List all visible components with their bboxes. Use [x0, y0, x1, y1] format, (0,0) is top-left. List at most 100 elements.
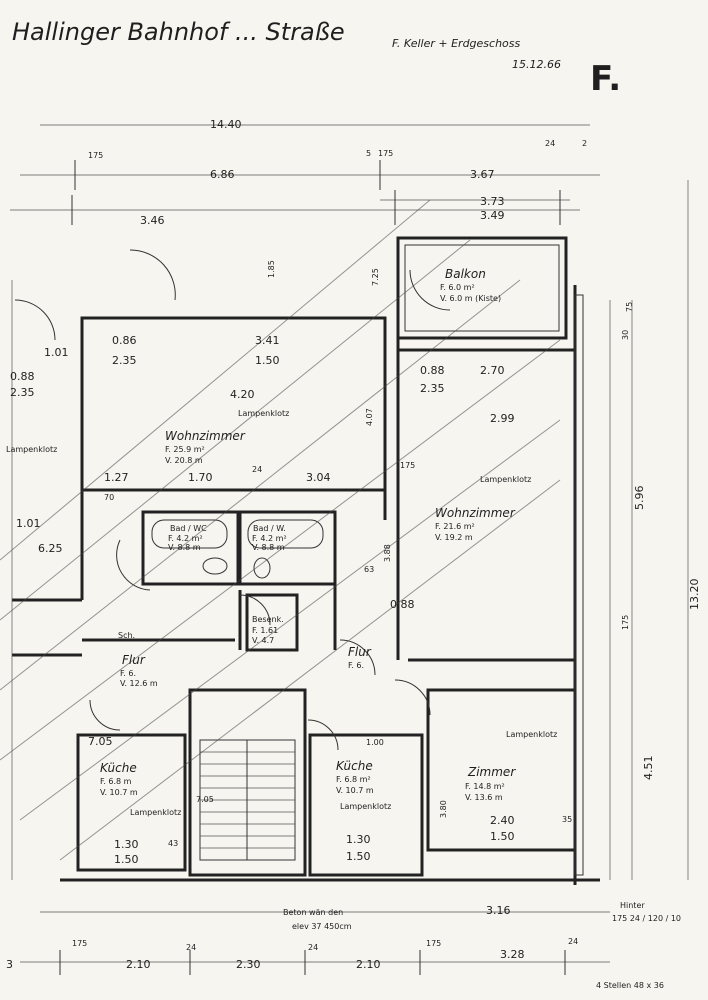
- facade-column: [574, 294, 584, 876]
- door-swings: [14, 249, 451, 751]
- mark-bottom-24-a: 24: [186, 943, 196, 952]
- dim-left-span: 6.86: [210, 168, 235, 181]
- dim-705-b: 7.05: [196, 795, 214, 804]
- room-besenk-volume: V. 4.7: [252, 636, 274, 645]
- staircase: [199, 739, 296, 861]
- dim-240: 2.40: [490, 814, 515, 827]
- room-kueche-left: Küche F. 6.8 m V. 10.7 m: [100, 761, 138, 797]
- room-zimmer-name: Zimmer: [467, 765, 516, 779]
- bathtub-left: [151, 519, 228, 549]
- dim-127: 1.27: [104, 471, 129, 484]
- dim-30: 30: [621, 330, 630, 340]
- note-lampenklotz-2: Lampenklotz: [480, 475, 531, 484]
- dim-304: 3.04: [306, 471, 331, 484]
- dim-35: 35: [562, 815, 572, 824]
- dim-185: 1.85: [267, 260, 276, 278]
- room-flur-right-area: F. 6.: [348, 661, 364, 670]
- room-kueche-right-name: Küche: [336, 759, 373, 773]
- dim-235-c: 2.35: [420, 382, 445, 395]
- room-balkon-volume: V. 6.0 m (Kiste): [440, 294, 501, 303]
- dim-bottom-230: 2.30: [236, 958, 261, 971]
- mark-bottom-24-c: 24: [568, 937, 578, 946]
- room-balkon-name: Balkon: [445, 267, 486, 281]
- dim-150-d: 1.50: [490, 830, 515, 843]
- dim-24-a: 24: [252, 465, 262, 474]
- dim-130-a: 1.30: [114, 838, 139, 851]
- dim-150-c: 1.50: [346, 850, 371, 863]
- dim-left-inner: 3.46: [140, 214, 165, 227]
- dim-341: 3.41: [255, 334, 280, 347]
- note-bottom-2: elev 37 450cm: [292, 922, 352, 931]
- mark-bottom-3: 3: [6, 958, 13, 971]
- room-bad-right-name: Bad / W.: [253, 524, 286, 533]
- dim-150-a: 1.50: [255, 354, 280, 367]
- note-lampenklotz-3: Lampenklotz: [506, 730, 557, 739]
- note-lampenklotz-5: Lampenklotz: [340, 802, 391, 811]
- room-bad-right-volume: V. 8.8 m: [252, 543, 285, 552]
- note-lampenklotz-left: Lampenklotz: [6, 445, 57, 454]
- dim-0885: 0.88: [390, 598, 415, 611]
- dim-right-inner-b: 3.49: [480, 209, 505, 222]
- dim-705-a: 7.05: [88, 735, 113, 748]
- room-wohnzimmer-right-volume: V. 19.2 m: [435, 533, 473, 542]
- dim-088-a: 0.88: [10, 370, 35, 383]
- room-bad-left: Bad / WC F. 4.2 m² V. 8.8 m: [168, 524, 207, 552]
- room-wohnzimmer-left-volume: V. 20.8 m: [165, 456, 203, 465]
- bottom-dimension-lines: [20, 911, 610, 975]
- note-hinweis: Hinter: [620, 901, 645, 910]
- note-signature: 4 Stellen 48 x 36: [596, 981, 664, 990]
- mark-bottom-175-b: 175: [426, 939, 441, 948]
- room-kueche-right: Küche F. 6.8 m² V. 10.7 m: [336, 759, 374, 795]
- top-dimension-lines: [10, 124, 600, 225]
- dim-420: 4.20: [230, 388, 255, 401]
- dim-270: 2.70: [480, 364, 505, 377]
- room-bad-left-volume: V. 8.8 m: [168, 543, 201, 552]
- dim-101: 1.01: [44, 346, 69, 359]
- dim-088-b: 0.88: [420, 364, 445, 377]
- dim-right-span: 3.67: [470, 168, 495, 181]
- dim-63: 63: [364, 565, 374, 574]
- room-flur-left-name: Flur: [122, 653, 146, 667]
- dim-170: 1.70: [188, 471, 213, 484]
- room-wohnzimmer-right-name: Wohnzimmer: [435, 506, 516, 520]
- mark-175-a: 175: [88, 151, 103, 160]
- room-wohnzimmer-right-area: F. 21.6 m²: [435, 522, 475, 531]
- dim-150-b: 1.50: [114, 853, 139, 866]
- dim-75: 75: [625, 302, 634, 312]
- room-balkon: Balkon F. 6.0 m² V. 6.0 m (Kiste): [440, 267, 501, 303]
- dim-overall: 14.40: [210, 118, 242, 131]
- dim-right-inner-a: 3.73: [480, 195, 505, 208]
- dim-70: 70: [104, 493, 114, 502]
- room-flur-right-name: Flur: [348, 645, 372, 659]
- room-bad-left-name: Bad / WC: [170, 524, 207, 533]
- bathtub-right: [247, 519, 324, 549]
- dim-100: 1.00: [366, 738, 384, 747]
- note-bottom-1: Beton wän den: [283, 908, 343, 917]
- room-bad-left-area: F. 4.2 m²: [168, 534, 203, 543]
- dim-43: 43: [168, 839, 178, 848]
- room-flur-right: Flur F. 6.: [348, 645, 372, 670]
- room-kueche-right-area: F. 6.8 m²: [336, 775, 371, 784]
- mark-bottom-24-b: 24: [308, 943, 318, 952]
- note-lampenklotz-4: Lampenklotz: [130, 808, 181, 817]
- room-kueche-right-volume: V. 10.7 m: [336, 786, 374, 795]
- mark-bottom-175: 175: [72, 939, 87, 948]
- dim-407: 4.07: [365, 408, 374, 426]
- dim-101-b: 1.01: [16, 517, 41, 530]
- mark-24: 24: [545, 139, 555, 148]
- mark-2: 2: [582, 139, 587, 148]
- room-schrank-name: Sch.: [118, 631, 135, 640]
- dim-299: 2.99: [490, 412, 515, 425]
- room-balkon-area: F. 6.0 m²: [440, 283, 475, 292]
- dim-bottom-210-b: 2.10: [356, 958, 381, 971]
- room-wohnzimmer-left: Wohnzimmer F. 25.9 m² V. 20.8 m: [165, 429, 246, 465]
- dim-316: 3.16: [486, 904, 511, 917]
- room-kueche-left-area: F. 6.8 m: [100, 777, 132, 786]
- dim-235-a: 2.35: [112, 354, 137, 367]
- dim-235-b: 2.35: [10, 386, 35, 399]
- room-bad-right: Bad / W. F. 4.2 m² V. 8.8 m: [252, 524, 287, 552]
- note-hinweis-2: 175 24 / 120 / 10: [612, 914, 681, 923]
- dim-175-a: 175: [400, 461, 415, 470]
- room-zimmer: Zimmer F. 14.8 m² V. 13.6 m: [465, 765, 516, 802]
